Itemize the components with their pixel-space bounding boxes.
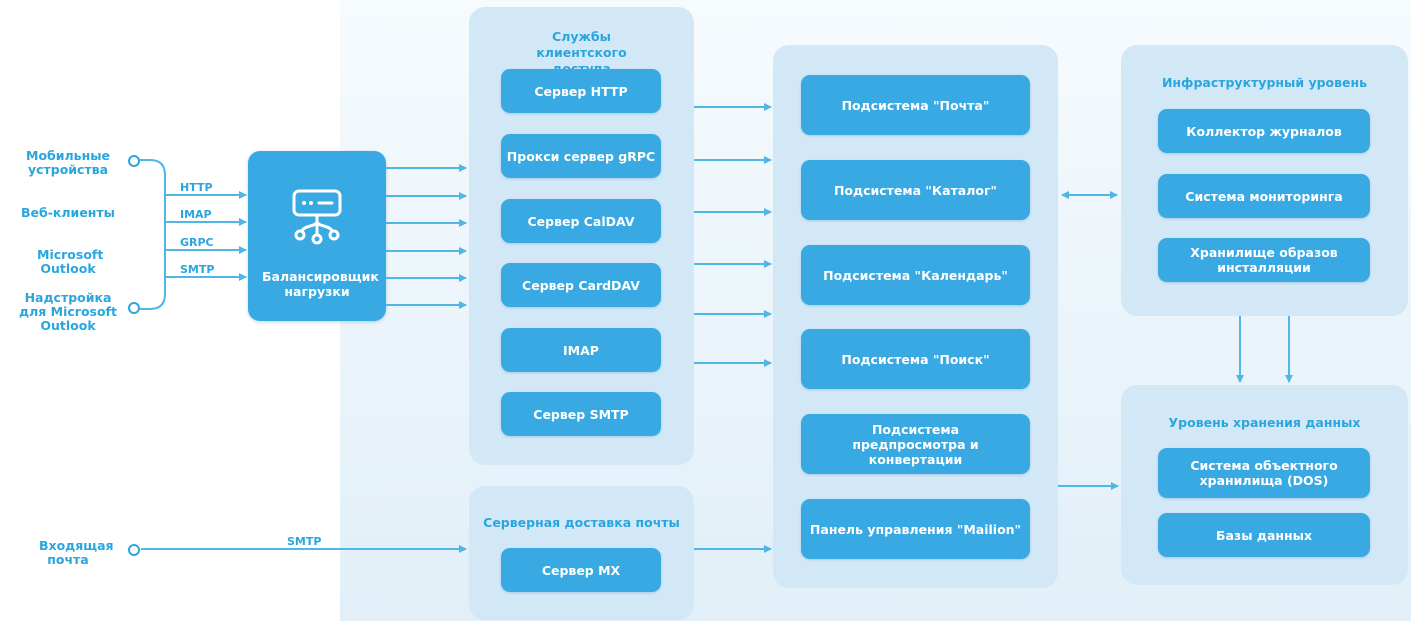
client-label-incoming-mail: Входящая почта (39, 538, 114, 567)
client-label-web: Веб-клиенты (21, 205, 115, 220)
monitoring-system-box[interactable]: Система мониторинга (1158, 174, 1370, 218)
client-dot-mobile[interactable] (128, 155, 140, 167)
server-network-icon (292, 189, 342, 245)
protocol-label-incoming-smtp: SMTP (287, 535, 322, 548)
protocol-label-smtp: SMTP (180, 263, 215, 276)
search-subsystem-box[interactable]: Подсистема "Поиск" (801, 329, 1030, 389)
caldav-server-box[interactable]: Сервер CalDAV (501, 199, 661, 243)
install-image-storage-box[interactable]: Хранилище образов инсталляции (1158, 238, 1370, 282)
client-bracket (140, 159, 166, 310)
object-storage-box[interactable]: Система объектного хранилища (DOS) (1158, 448, 1370, 498)
databases-box[interactable]: Базы данных (1158, 513, 1370, 557)
client-label-mobile: Мобильные устройства (26, 148, 110, 177)
client-label-outlook: Microsoft Outlook (37, 247, 104, 276)
mailion-control-panel-box[interactable]: Панель управления "Mailion" (801, 499, 1030, 559)
client-dot-incoming[interactable] (128, 544, 140, 556)
protocol-label-imap: IMAP (180, 208, 212, 221)
storage-title: Уровень хранения данных (1168, 415, 1361, 430)
imap-server-box[interactable]: IMAP (501, 328, 661, 372)
server-delivery-title: Серверная доставка почты (483, 515, 680, 530)
smtp-server-box[interactable]: Сервер SMTP (501, 392, 661, 436)
mail-subsystem-box[interactable]: Подсистема "Почта" (801, 75, 1030, 135)
carddav-server-box[interactable]: Сервер CardDAV (501, 263, 661, 307)
preview-conversion-subsystem-box[interactable]: Подсистема предпросмотра и конвертации (801, 414, 1030, 474)
http-server-box[interactable]: Сервер HTTP (501, 69, 661, 113)
grpc-proxy-box[interactable]: Прокси сервер gRPC (501, 134, 661, 178)
subsystems-panel (773, 45, 1058, 588)
mx-server-box[interactable]: Сервер MX (501, 548, 661, 592)
calendar-subsystem-box[interactable]: Подсистема "Календарь" (801, 245, 1030, 305)
log-collector-box[interactable]: Коллектор журналов (1158, 109, 1370, 153)
catalog-subsystem-box[interactable]: Подсистема "Каталог" (801, 160, 1030, 220)
client-dot-addin[interactable] (128, 302, 140, 314)
load-balancer-box[interactable]: Балансировщик нагрузки (248, 151, 386, 321)
load-balancer-label: Балансировщик нагрузки (262, 269, 379, 299)
infrastructure-title: Инфраструктурный уровень (1161, 75, 1368, 90)
protocol-label-grpc: GRPC (180, 236, 214, 249)
client-label-outlook-addin: Надстройка для Microsoft Outlook (19, 290, 117, 333)
protocol-label-http: HTTP (180, 181, 213, 194)
